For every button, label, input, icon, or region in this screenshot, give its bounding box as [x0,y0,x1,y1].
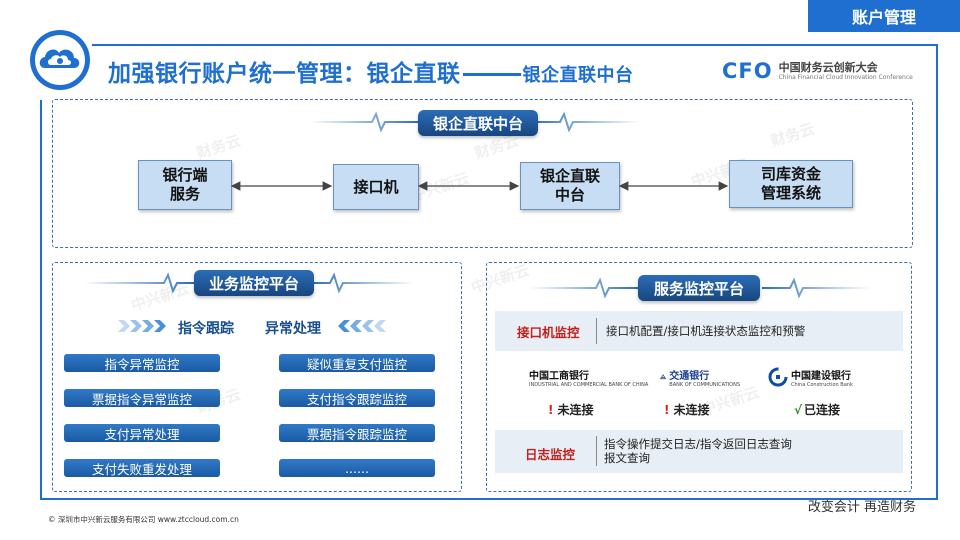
bank-logo-ccb: 中国建设银行 China Construction Bank [768,364,878,390]
business-item-left[interactable]: 指令异常监控 [64,354,220,372]
title-main: 加强银行账户统一管理：银企直联 [108,61,461,87]
chevrons-left-icon [338,320,386,332]
cfo-name-cn: 中国财务云创新大会 [778,60,878,74]
business-item-left[interactable]: 票据指令异常监控 [64,389,220,407]
node-hub-platform[interactable]: 银企直联中台 [520,162,620,210]
node-line: 司库资金 [760,165,821,183]
frame-top-line [92,44,937,46]
node-line: 中台 [554,186,585,204]
footer-copyright: © 深圳市中兴新云服务有限公司 www.ztccloud.com.cn [48,515,239,524]
title-dash-line [462,73,521,76]
title-sub: 银企直联中台 [522,65,634,86]
panel-label-hub: 银企直联中台 [418,110,538,136]
business-item-left[interactable]: 支付失败重发处理 [64,459,220,477]
bank-name: 交通银行 [669,370,710,382]
business-item-left[interactable]: 支付异常处理 [64,424,220,442]
panel-label-service: 服务监控平台 [638,275,760,301]
business-item-right[interactable]: ...... [279,459,435,477]
trace-label: 指令跟踪 [178,321,234,337]
service-panel-pulse-decoration [530,277,870,299]
bank-name-en: INDUSTRIAL AND COMMERCIAL BANK OF CHINA [529,381,649,388]
node-line: 服务 [169,185,200,203]
node-line: 管理系统 [760,184,821,202]
ccb-emblem-icon [768,367,788,387]
bank-name-en: BANK OF COMMUNICATIONS [669,381,740,388]
log-monitor-row[interactable] [495,430,903,473]
panel-label-business: 业务监控平台 [194,270,314,296]
cfo-name-en: China Financial Cloud Innovation Confere… [778,73,913,81]
chevrons-right-icon [118,320,166,332]
alert-icon: ! [664,403,670,417]
bank-status-text: 未连接 [557,403,594,417]
business-item-right[interactable]: 疑似重复支付监控 [279,354,435,372]
log-desc-line: 指令操作提交日志/指令返回日志查询 [604,437,792,451]
slogan: 改变会计 再造财务 [807,500,916,515]
cfo-brand: CFO 中国财务云创新大会 China Financial Cloud Inno… [722,58,913,84]
bank-logo-icbc: 中国工商银行 INDUSTRIAL AND COMMERCIAL BANK OF… [526,364,648,390]
bank-name: 中国建设银行 [791,370,851,382]
check-icon: √ [794,403,803,417]
section-tag: 账户管理 [808,0,960,32]
bank-status-text: 未连接 [673,403,710,417]
node-interface-machine[interactable]: 接口机 [333,164,419,210]
node-line: 接口机 [353,177,399,196]
business-panel-pulse-decoration [84,272,414,294]
cfo-brand-letters: CFO [722,59,773,83]
node-line: 银行端 [162,166,208,184]
log-monitor-title: 日志监控 [525,447,576,462]
node-treasury-system[interactable]: 司库资金管理系统 [729,160,853,208]
node-line: 银企直联 [539,167,600,185]
bank-name: 中国工商银行 [529,370,589,382]
business-item-right[interactable]: 支付指令跟踪监控 [279,389,435,407]
interface-monitor-title: 接口机监控 [517,325,580,340]
log-desc-line: 报文查询 [604,451,650,465]
alert-icon: ! [548,403,554,417]
bank-name-en: China Construction Bank [791,381,853,388]
bank-status-text: 已连接 [804,403,841,417]
frame-right-line [936,44,938,499]
exception-label: 异常处理 [265,321,321,337]
log-monitor-desc: 指令操作提交日志/指令返回日志查询 报文查询 [604,437,792,465]
service-monitor-panel [486,262,912,492]
bank-status-ccb: √已连接 [794,401,840,418]
frame-left-line [40,100,42,499]
business-item-right[interactable]: 票据指令跟踪监控 [279,424,435,442]
interface-monitor-row[interactable] [495,311,903,351]
top-panel-pulse-decoration [310,111,640,133]
bank-status-icbc: !未连接 [548,401,594,418]
row-divider [596,318,597,344]
interface-monitor-desc: 接口机配置/接口机连接状态监控和预警 [606,324,806,338]
business-monitor-panel [52,262,462,492]
frame-bottom-line [40,498,938,500]
cloud-logo-icon [28,28,92,92]
bank-logo-bocom: 交通银行 BANK OF COMMUNICATIONS [660,364,740,390]
bank-status-bocom: !未连接 [664,401,710,418]
page-title: 加强银行账户统一管理：银企直联 银企直联中台 [108,54,634,88]
architecture-panel [52,99,913,248]
node-bank-service[interactable]: 银行端服务 [138,160,232,210]
row-divider [596,436,597,466]
bocom-emblem-icon [660,374,667,380]
